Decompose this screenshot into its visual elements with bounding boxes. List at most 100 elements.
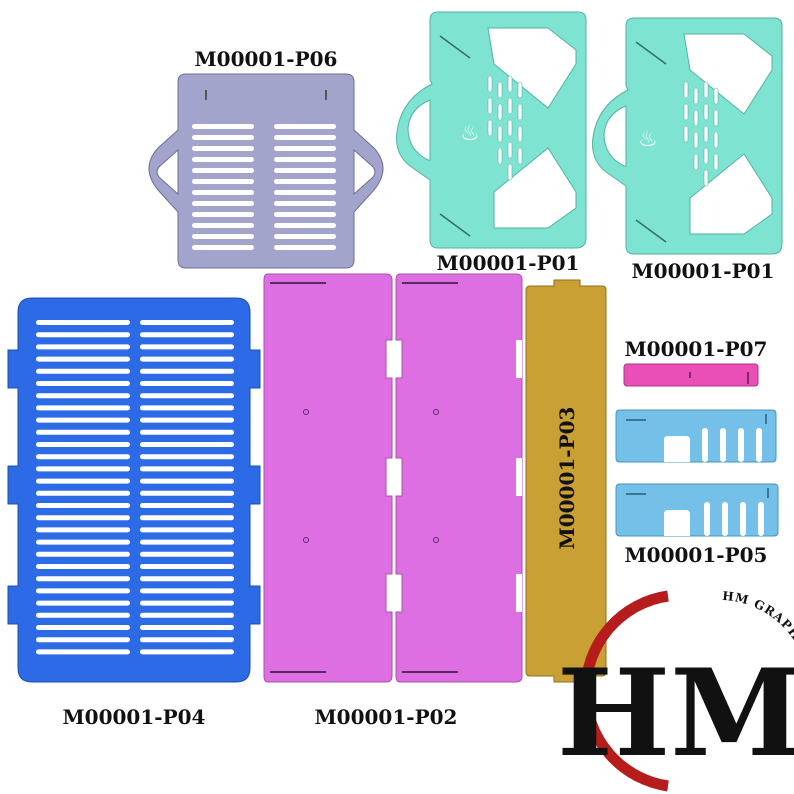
slot [517, 81, 523, 99]
slot [487, 119, 493, 137]
part-p07-body [623, 363, 759, 387]
slot [36, 551, 130, 557]
slot [140, 551, 234, 557]
flame-icon: ♨ [638, 127, 658, 152]
slot [36, 515, 130, 521]
hm-logo-arc [580, 590, 669, 792]
part-p04-slots [36, 320, 234, 655]
slot [683, 125, 689, 143]
slot [140, 490, 234, 496]
slot [36, 503, 130, 508]
slot [140, 405, 234, 411]
slot [140, 515, 234, 521]
slot [274, 201, 336, 206]
slot [36, 344, 130, 350]
label-p05: M00001-P05 [625, 543, 768, 567]
slot [36, 612, 130, 618]
slot [192, 223, 254, 228]
slot [274, 190, 336, 195]
part-p01-left: ♨ [396, 11, 587, 249]
slot [517, 125, 523, 143]
part-p01-right-slots [683, 81, 719, 187]
slot [36, 588, 130, 594]
slot [274, 234, 336, 239]
part-p05-a [615, 409, 777, 463]
part-p02-a-body [263, 273, 393, 683]
slot [36, 356, 130, 362]
part-p02-a [263, 273, 393, 683]
slot [507, 163, 513, 181]
slot [192, 201, 254, 206]
slot [140, 503, 234, 508]
slot [36, 490, 130, 496]
slot [140, 368, 234, 374]
slot [274, 245, 336, 250]
slot [36, 454, 130, 460]
slot [140, 344, 234, 350]
slot [497, 125, 503, 143]
slot [36, 576, 130, 582]
slot [192, 168, 254, 173]
slot [140, 466, 234, 472]
slot [507, 75, 513, 93]
slot [36, 649, 130, 655]
slot [36, 368, 130, 374]
slot [36, 564, 130, 569]
slot [36, 405, 130, 411]
slot [274, 212, 336, 217]
part-p01-right-window-top [683, 33, 773, 115]
slot [140, 356, 234, 362]
label-p02: M00001-P02 [315, 705, 458, 729]
slot [192, 124, 254, 129]
slot [274, 168, 336, 173]
part-p06-body [148, 73, 384, 269]
label-p06: M00001-P06 [195, 47, 338, 71]
part-p05-b-body [615, 483, 779, 537]
slot [713, 153, 719, 171]
part-p07 [623, 363, 759, 387]
slot [703, 103, 709, 121]
part-p02-b [395, 273, 523, 683]
part-p06-handle-right [353, 148, 376, 196]
slot [274, 223, 336, 228]
part-p01-left-slots [487, 75, 523, 181]
slot [140, 600, 234, 606]
slot [703, 169, 709, 187]
label-p01-left: M00001-P01 [437, 251, 580, 275]
part-p05-b [615, 483, 779, 537]
slot [487, 75, 493, 93]
part-p01-left-window-top [487, 27, 577, 109]
slot [507, 119, 513, 137]
slot [517, 147, 523, 165]
slot [140, 576, 234, 582]
slot [487, 97, 493, 115]
slot [192, 179, 254, 184]
slot [192, 190, 254, 195]
slot [36, 466, 130, 472]
slot [140, 393, 234, 399]
slot [140, 539, 234, 545]
slot [693, 153, 699, 171]
part-p04-body [7, 297, 261, 683]
slot [497, 103, 503, 121]
part-p03 [525, 279, 607, 683]
part-p04 [7, 297, 261, 683]
part-p01-left-window-bottom [493, 147, 577, 229]
slot [192, 245, 254, 250]
part-p06 [148, 73, 384, 269]
slot [683, 81, 689, 99]
slot [36, 478, 130, 484]
slot [140, 381, 234, 386]
slot [36, 332, 130, 338]
slot [507, 97, 513, 115]
slot [274, 146, 336, 151]
slot [497, 81, 503, 99]
slot [140, 320, 234, 325]
part-p01-left-handle [407, 99, 431, 161]
slot [192, 157, 254, 162]
slot [36, 442, 130, 447]
slot [713, 109, 719, 127]
slot [36, 527, 130, 533]
slot [140, 564, 234, 569]
slot [36, 417, 130, 423]
